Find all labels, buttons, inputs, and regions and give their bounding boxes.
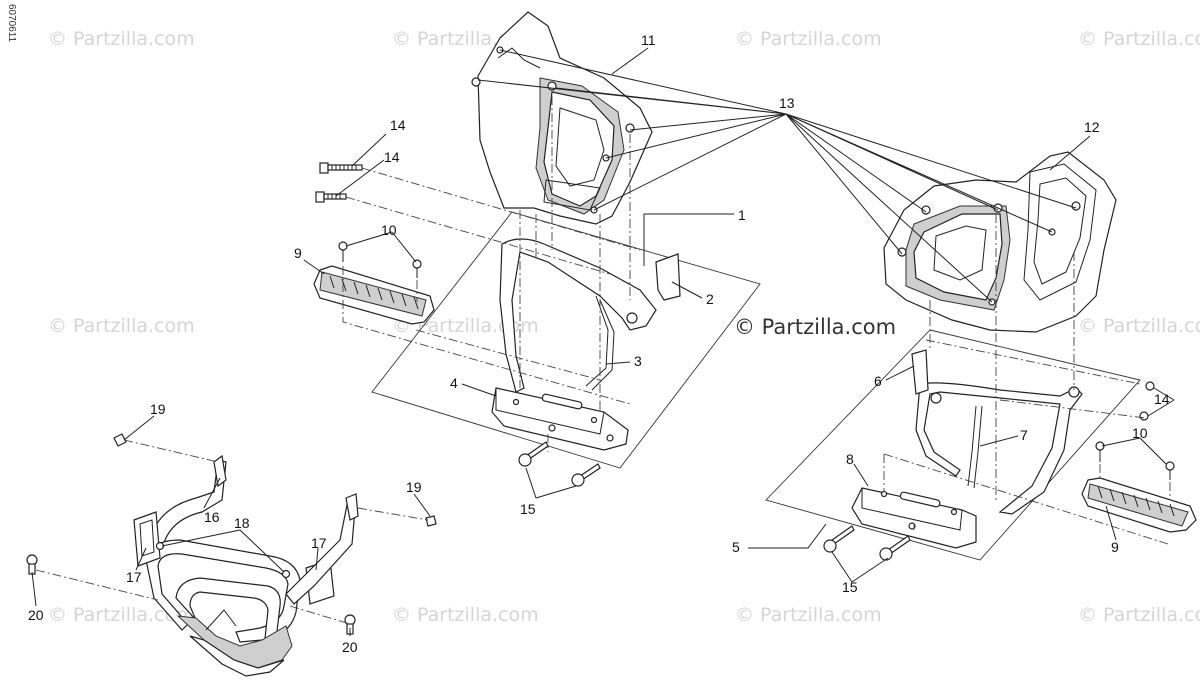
bracket-6 bbox=[911, 349, 929, 395]
footrest-frame-7 bbox=[911, 349, 1083, 515]
callout-17: 17 bbox=[126, 569, 142, 585]
diagram-code: 6070611 bbox=[6, 4, 17, 43]
foot-peg-9-left bbox=[313, 265, 435, 325]
watermark-grid: © Partzilla.com © Partzilla.com © Partzi… bbox=[48, 28, 1200, 626]
callout-14: 14 bbox=[384, 149, 400, 165]
footrest-guard-12 bbox=[883, 151, 1117, 333]
callout-19: 19 bbox=[150, 401, 166, 417]
callout-11: 11 bbox=[641, 32, 656, 48]
callout-16: 16 bbox=[204, 509, 220, 525]
callout-1: 1 bbox=[738, 207, 746, 223]
watermark: © Partzilla.com bbox=[1078, 28, 1200, 50]
callout-3: 3 bbox=[634, 353, 642, 369]
footrest-guard-11 bbox=[477, 11, 653, 225]
callout-20: 20 bbox=[28, 607, 44, 623]
watermark: © Partzilla.com bbox=[48, 315, 195, 337]
bolts-15-right bbox=[823, 522, 916, 561]
mounting-plate-8 bbox=[851, 487, 977, 549]
watermark: © Partzilla.com bbox=[48, 604, 195, 626]
footrest-frame-3 bbox=[499, 238, 681, 393]
callout-8: 8 bbox=[846, 451, 854, 467]
callout-17: 17 bbox=[311, 535, 327, 551]
projection-line bbox=[35, 569, 159, 601]
plate-17-left bbox=[133, 511, 161, 567]
partzilla-watermark: © Partzilla.com bbox=[734, 315, 896, 339]
watermark: © Partzilla.com bbox=[735, 604, 882, 626]
callout-4: 4 bbox=[450, 375, 458, 391]
callout-2: 2 bbox=[706, 291, 714, 307]
callout-20: 20 bbox=[342, 639, 358, 655]
watermark: © Partzilla.com bbox=[735, 28, 882, 50]
callout-10: 10 bbox=[1132, 425, 1148, 441]
callout-13: 13 bbox=[779, 95, 795, 111]
foot-peg-9-right bbox=[1081, 477, 1197, 533]
bolts-14-left bbox=[315, 162, 363, 203]
left-projection-lines bbox=[342, 96, 641, 452]
callout-14: 14 bbox=[390, 117, 406, 133]
tube-16 bbox=[149, 459, 227, 552]
fasteners-14-right bbox=[1139, 381, 1155, 421]
mounting-plate-4 bbox=[491, 387, 629, 451]
screw-19-left bbox=[113, 433, 127, 447]
projection-line bbox=[357, 507, 429, 521]
callout-numbers: 11 13 12 14 14 1 10 9 2 3 4 6 14 19 10 7… bbox=[28, 32, 1170, 655]
projection-line bbox=[289, 605, 351, 625]
callout-18: 18 bbox=[234, 515, 250, 531]
callout-12: 12 bbox=[1084, 119, 1100, 135]
watermark: © Partzilla.com bbox=[48, 28, 195, 50]
callout-5: 5 bbox=[732, 539, 740, 555]
leader-lines bbox=[31, 47, 1175, 636]
screw-19-right bbox=[425, 515, 437, 527]
callout-19: 19 bbox=[406, 479, 422, 495]
bolts-15-left bbox=[518, 424, 601, 487]
watermark: © Partzilla.com bbox=[392, 604, 539, 626]
bumper-assembly bbox=[26, 433, 437, 677]
screws-10-right bbox=[1095, 441, 1175, 480]
left-footrest-assembly bbox=[313, 11, 761, 487]
right-projection-lines bbox=[883, 214, 1171, 545]
callout-7: 7 bbox=[1020, 427, 1028, 443]
watermark: © Partzilla.com bbox=[1078, 604, 1200, 626]
bracket-2 bbox=[655, 253, 681, 301]
callout-15: 15 bbox=[520, 501, 536, 517]
screw bbox=[897, 247, 907, 257]
callout-15: 15 bbox=[842, 579, 858, 595]
callout-9: 9 bbox=[1111, 539, 1119, 555]
watermark: © Partzilla.com bbox=[1078, 315, 1200, 337]
callout-9: 9 bbox=[294, 245, 302, 261]
projection-line bbox=[123, 439, 219, 463]
callout-6: 6 bbox=[874, 373, 882, 389]
screw bbox=[471, 77, 481, 87]
right-footrest-assembly bbox=[765, 151, 1197, 561]
right-plane-outline bbox=[765, 329, 1141, 561]
callout-10: 10 bbox=[381, 222, 397, 238]
screws-10-left bbox=[338, 241, 422, 278]
callout-14: 14 bbox=[1154, 391, 1170, 407]
